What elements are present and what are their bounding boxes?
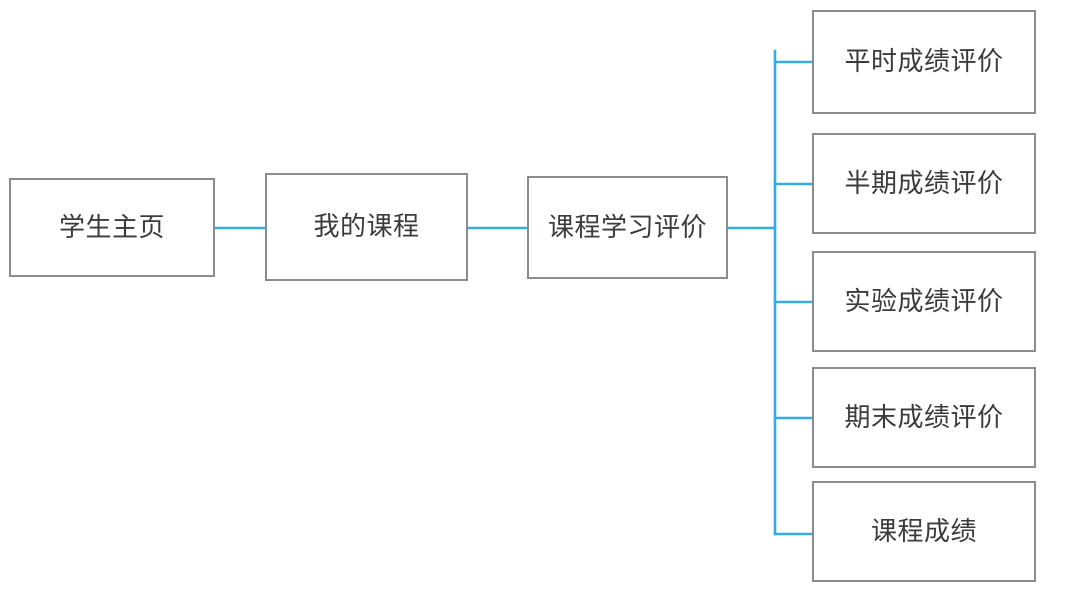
- node-label-midterm-grade-evaluation: 半期成绩评价: [844, 168, 1004, 199]
- node-box-my-courses[interactable]: 我的课程: [265, 173, 468, 281]
- node-box-experiment-grade-evaluation[interactable]: 实验成绩评价: [812, 251, 1036, 352]
- node-box-student-home[interactable]: 学生主页: [9, 178, 215, 277]
- node-box-final-grade-evaluation[interactable]: 期末成绩评价: [812, 367, 1036, 468]
- node-label-course-grade: 课程成绩: [870, 516, 977, 547]
- node-box-daily-grade-evaluation[interactable]: 平时成绩评价: [812, 10, 1036, 114]
- node-label-daily-grade-evaluation: 平时成绩评价: [844, 47, 1004, 77]
- node-label-student-home: 学生主页: [58, 212, 165, 243]
- node-label-final-grade-evaluation: 期末成绩评价: [844, 402, 1004, 433]
- node-box-course-grade[interactable]: 课程成绩: [812, 481, 1036, 582]
- node-label-experiment-grade-evaluation: 实验成绩评价: [844, 286, 1004, 317]
- node-label-my-courses: 我的课程: [313, 212, 420, 242]
- node-box-course-learning-evaluation[interactable]: 课程学习评价: [527, 176, 728, 279]
- node-box-midterm-grade-evaluation[interactable]: 半期成绩评价: [812, 133, 1036, 234]
- node-label-course-learning-evaluation: 课程学习评价: [547, 212, 707, 243]
